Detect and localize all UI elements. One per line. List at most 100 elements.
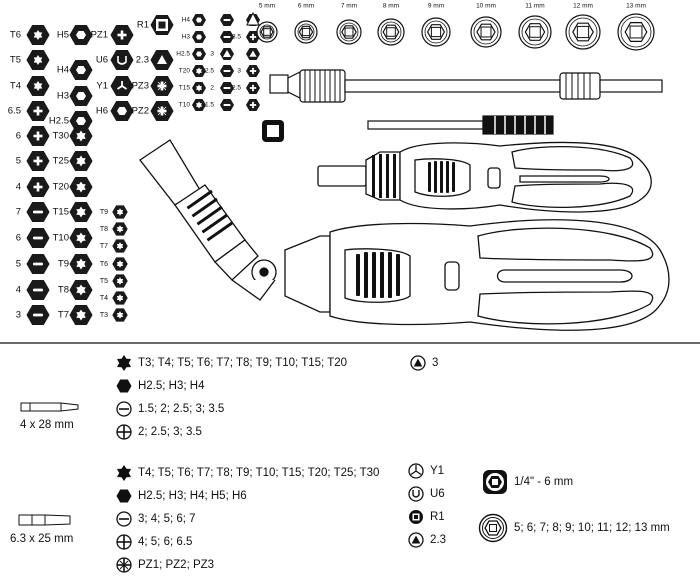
bit-mini — [246, 48, 260, 60]
bit-label: H3 — [182, 34, 191, 41]
socket — [518, 15, 552, 49]
legend-text: 1/4" - 6 mm — [514, 476, 574, 488]
socket-size-label: 10 mm — [476, 3, 496, 10]
bit-label: T6 — [10, 30, 21, 41]
bit-hex — [69, 202, 93, 222]
bit-label: 6 — [16, 233, 21, 244]
extension-bar — [269, 69, 663, 103]
legend-row: 3 — [410, 355, 438, 371]
bit-hex — [26, 151, 50, 171]
socket-icon — [478, 513, 508, 543]
bit-label: T5 — [100, 278, 108, 285]
long-bit — [367, 115, 554, 135]
bit-mini — [192, 82, 206, 94]
bit-holder-ratchet — [139, 139, 307, 301]
bit-label: T4 — [100, 295, 108, 302]
legend-text: R1 — [430, 511, 445, 523]
legend-row: H2.5; H3; H4; H5; H6 — [116, 488, 247, 504]
socket-size-label: 9 mm — [428, 3, 444, 10]
bit-mini — [112, 222, 128, 236]
legend-row: 4; 5; 6; 6.5 — [116, 534, 192, 550]
y-icon — [408, 463, 424, 479]
socket — [294, 20, 318, 44]
bit-label: H4 — [182, 17, 191, 24]
bit-hex — [69, 280, 93, 300]
bit-label: PZ2 — [132, 106, 149, 117]
bit-label: 4 — [16, 285, 21, 296]
bit-large-size: 6.3 x 25 mm — [10, 533, 74, 545]
bit-label: 2.5 — [232, 85, 241, 92]
bit-label: 6 — [16, 131, 21, 142]
socket — [565, 14, 601, 50]
bit-label: 3 — [16, 310, 21, 321]
bit-label: H2.5 — [49, 116, 69, 127]
square-icon — [408, 509, 424, 525]
bit-label: Y1 — [96, 81, 108, 92]
bit-hex — [150, 76, 174, 96]
socket — [617, 13, 655, 51]
legend-row: PZ1; PZ2; PZ3 — [116, 557, 214, 573]
socket-size-label: 6 mm — [298, 3, 314, 10]
legend-text: Y1 — [430, 465, 445, 477]
bit-label: T7 — [58, 310, 69, 321]
bit-large-icon — [18, 514, 71, 526]
legend-row: H2.5; H3; H4 — [116, 378, 204, 394]
bit-hex — [26, 25, 50, 45]
bit-label: U6 — [96, 55, 108, 66]
bit-label: 3 — [237, 68, 241, 75]
legend-text: 2; 2.5; 3; 3.5 — [138, 426, 202, 438]
hex-icon — [116, 488, 132, 504]
phillips-icon — [116, 534, 132, 550]
bit-label: T7 — [100, 243, 108, 250]
bit-hex — [26, 228, 50, 248]
slotted-icon — [116, 401, 132, 417]
bit-mini — [220, 14, 234, 26]
bit-mini — [246, 65, 260, 77]
legend-text: 1.5; 2; 2.5; 3; 3.5 — [138, 403, 225, 415]
hex-icon — [116, 378, 132, 394]
bit-hex — [26, 101, 50, 121]
legend-text: 5; 6; 7; 8; 9; 10; 11; 12; 13 mm — [514, 522, 670, 534]
small-screwdriver — [317, 141, 652, 213]
legend-text: H2.5; H3; H4; H5; H6 — [138, 490, 247, 502]
bit-label: T15 — [53, 207, 69, 218]
socket — [256, 21, 278, 43]
socket — [421, 17, 451, 47]
bit-mini — [220, 48, 234, 60]
bit-hex — [26, 126, 50, 146]
triangle-icon — [408, 532, 424, 548]
bit-label: T15 — [179, 85, 191, 92]
bit-label: 2 — [210, 85, 214, 92]
bit-hex — [26, 177, 50, 197]
square-adapter-icon — [262, 120, 284, 142]
bit-label: 5 — [16, 259, 21, 270]
bit-hex — [26, 254, 50, 274]
bit-mini — [192, 14, 206, 26]
bit-hex — [26, 305, 50, 325]
bit-label: T6 — [100, 261, 108, 268]
bit-label: 3.5 — [232, 34, 241, 41]
torx-icon — [116, 355, 132, 371]
bit-label: T9 — [58, 259, 69, 270]
bit-hex — [110, 101, 134, 121]
bit-label: T8 — [58, 285, 69, 296]
bit-mini — [192, 65, 206, 77]
bit-hex — [110, 76, 134, 96]
legend-text: 3 — [432, 357, 439, 369]
bit-label: 3 — [210, 51, 214, 58]
adapter-icon — [482, 469, 508, 495]
legend-row: T4; T5; T6; T7; T8; T9; T10; T15; T20; T… — [116, 465, 379, 481]
legend-row: T3; T4; T5; T6; T7; T8; T9; T10; T15; T2… — [116, 355, 347, 371]
bit-label: 7 — [16, 207, 21, 218]
bit-label: 6.5 — [8, 106, 21, 117]
bit-label: T25 — [53, 156, 69, 167]
bit-label: T5 — [10, 55, 21, 66]
bit-mini — [192, 48, 206, 60]
bit-mini — [220, 65, 234, 77]
bit-hex — [69, 111, 93, 131]
bit-hex — [26, 202, 50, 222]
